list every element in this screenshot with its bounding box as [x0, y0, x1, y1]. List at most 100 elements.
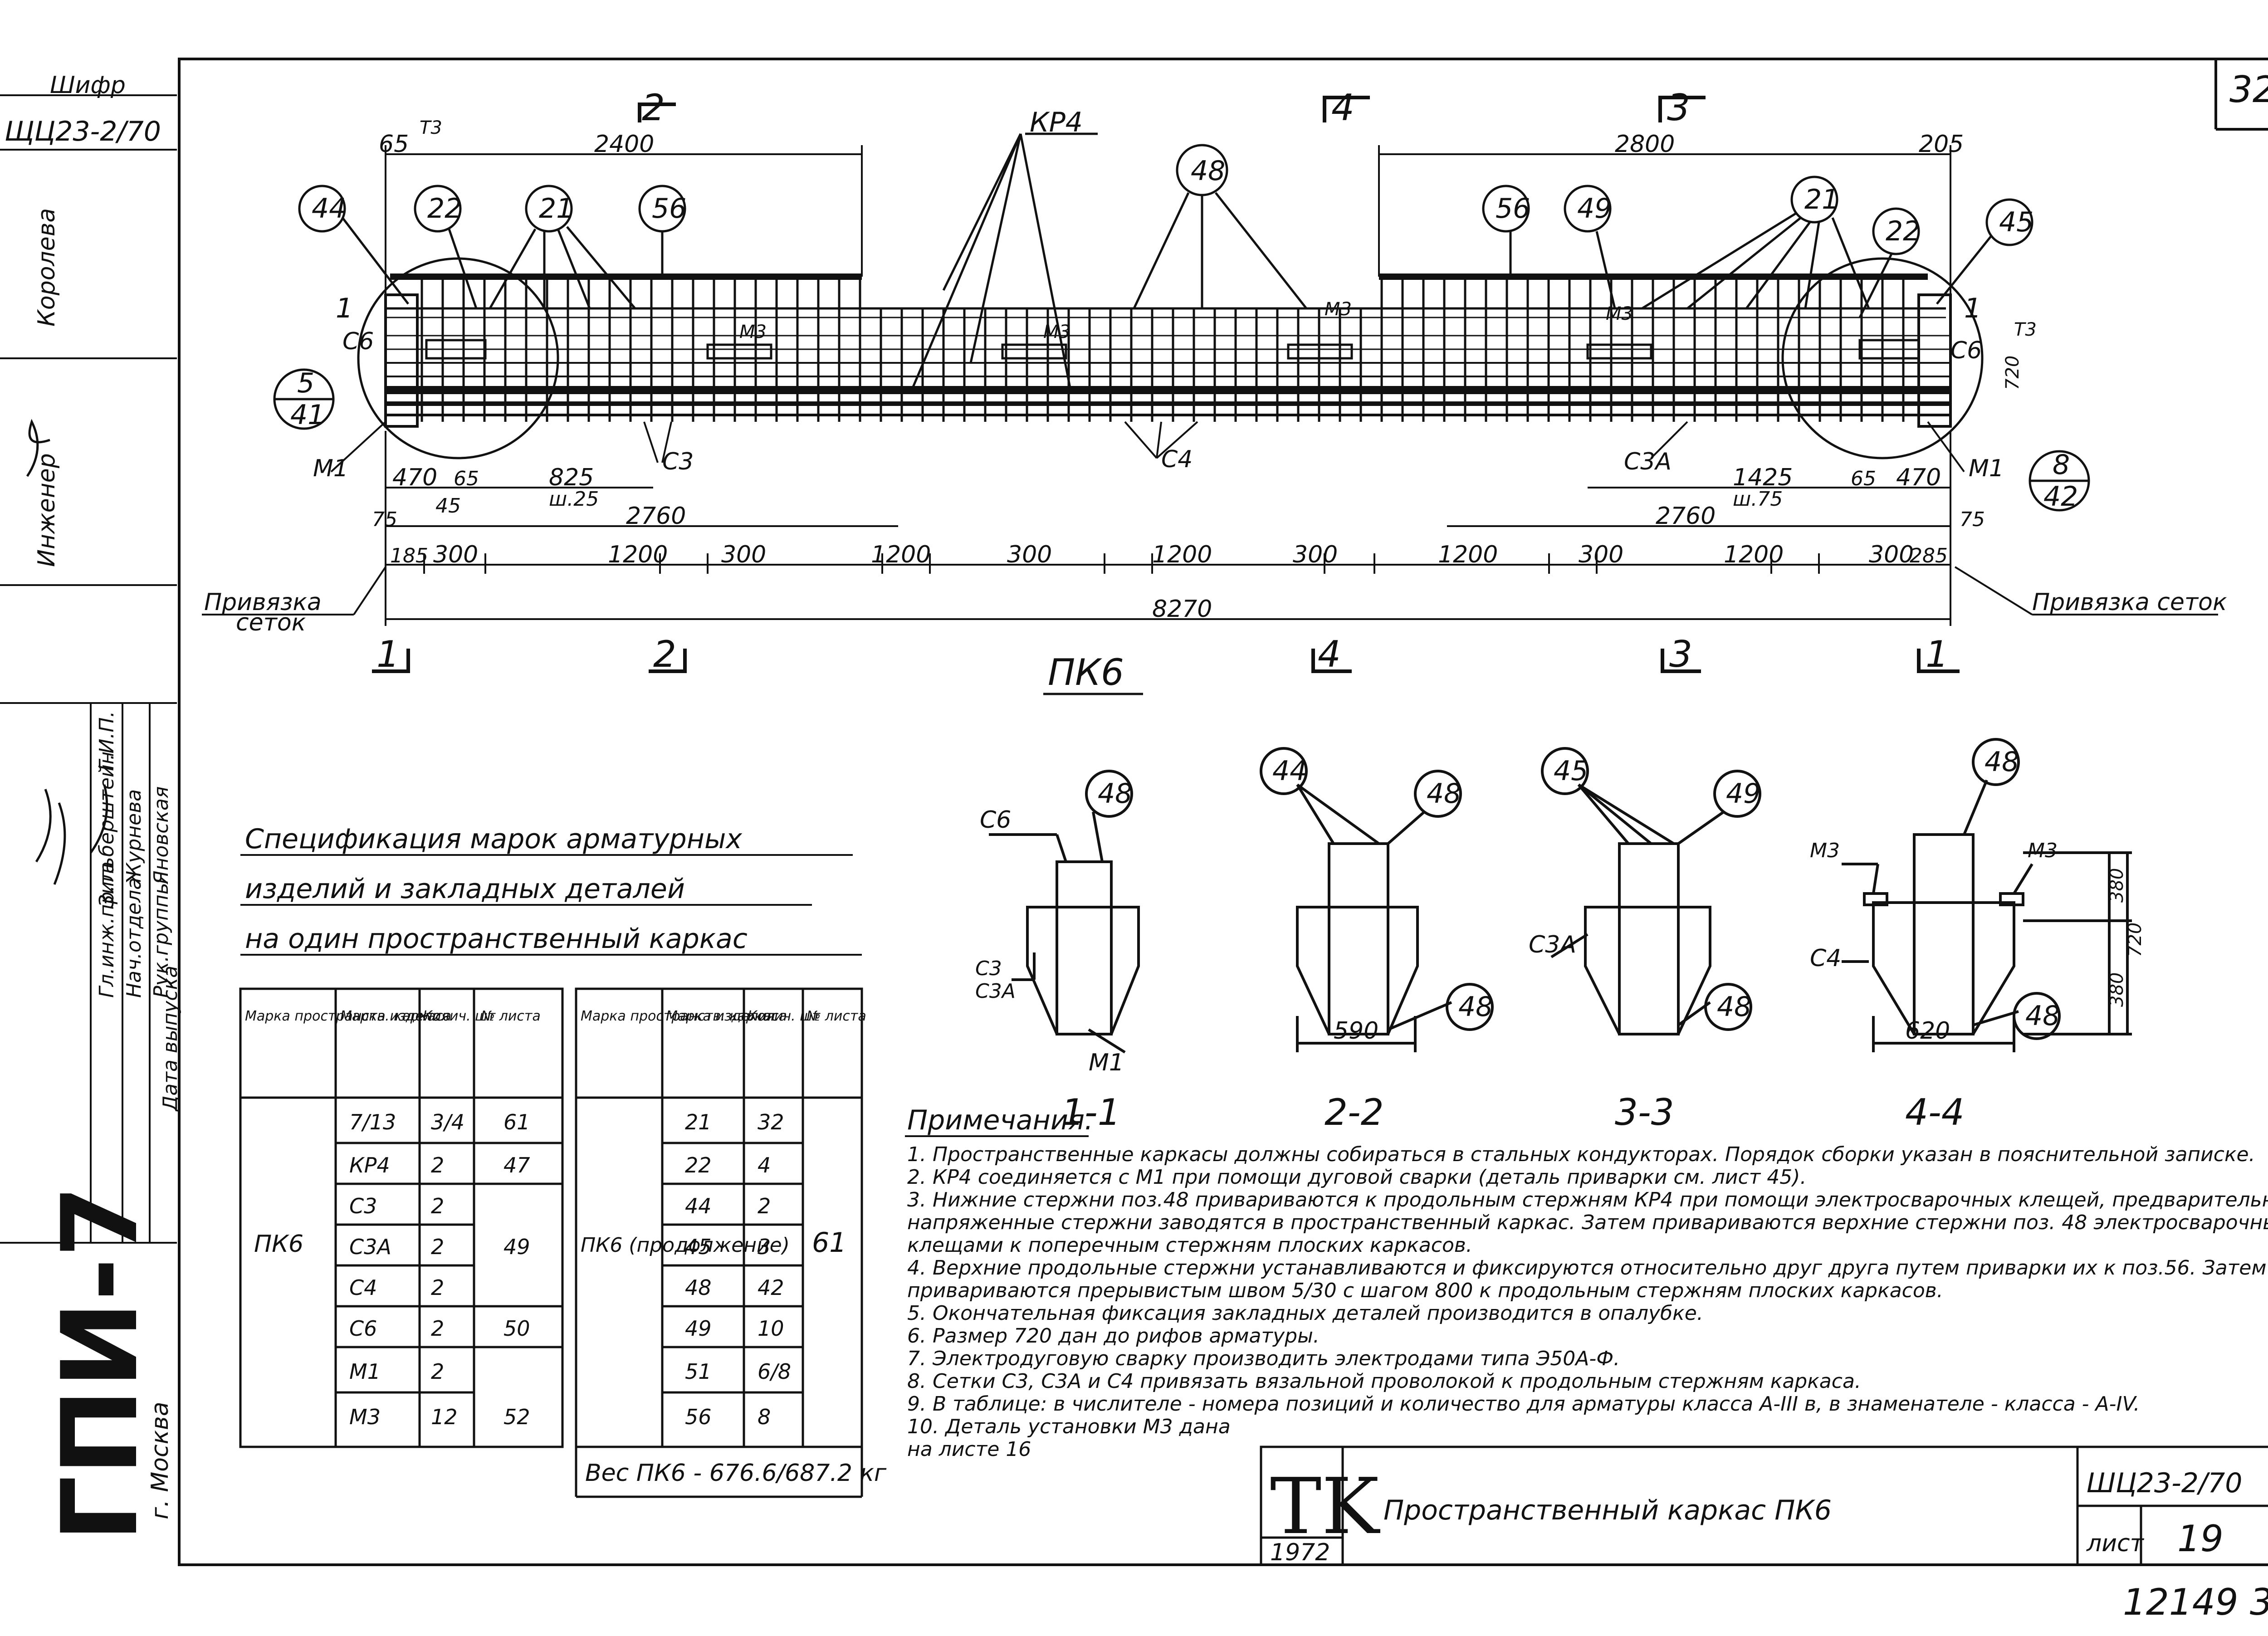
dim-sh75: ш.75 — [1733, 488, 1783, 511]
label-tz-left: Т3 — [420, 117, 442, 138]
note-item: 6. Размер 720 дан до рифов арматуры. — [907, 1324, 1320, 1348]
dim-65-left: 65 — [454, 467, 479, 490]
spec-underlines — [240, 854, 862, 956]
cut-mark-1-bottom-right: 1 — [1926, 633, 1949, 675]
note-item: 1. Пространственные каркасы должны собир… — [907, 1143, 2255, 1166]
bottom-inventory-number: 12149 33 — [2123, 1581, 2268, 1623]
side-role-3: Гл.инж.пр.та — [95, 861, 118, 998]
dim-300-6: 300 — [1869, 541, 1914, 568]
callout-48: 48 — [1191, 155, 1225, 187]
dim-300-2: 300 — [721, 541, 766, 568]
callout-8: 8 — [2053, 449, 2070, 481]
section-3-3-c45: 45 — [1554, 755, 1588, 787]
callout-41: 41 — [290, 399, 325, 431]
title-year: 1972 — [1270, 1539, 1330, 1566]
dim-2400: 2400 — [594, 131, 654, 158]
title-block-title: Пространственный каркас ПК6 — [1383, 1494, 1832, 1526]
callout-56: 56 — [652, 193, 686, 225]
spec-h2-left: Колич. шт — [423, 1008, 496, 1024]
spec-h3-right: № листа — [806, 1008, 866, 1024]
section-1-1-title: 1-1 — [1061, 1091, 1121, 1133]
spec-right-mark-cell: 49 — [685, 1316, 712, 1341]
label-c3: С3 — [662, 448, 694, 475]
dim-65-top: 65 — [379, 131, 409, 158]
spec-table-left-grid — [239, 987, 564, 1448]
spec-left-mark-cell: С4 — [349, 1275, 377, 1300]
lower-dim-lines — [385, 431, 1951, 626]
section-2-2-c48-top: 48 — [1427, 778, 1461, 810]
spec-right-qty-cell: 6/8 — [758, 1359, 791, 1384]
section-4-4-c48-top: 48 — [1984, 746, 2019, 778]
spec-left-qty-cell: 2 — [431, 1235, 444, 1259]
cut-mark-2-bottom: 2 — [653, 633, 676, 675]
section-2-2 — [1260, 747, 1494, 1052]
dim-185: 185 — [390, 544, 428, 567]
dim-205: 205 — [1919, 131, 1964, 158]
section-1-1-c48: 48 — [1098, 778, 1132, 810]
spec-left-qty-cell: 12 — [431, 1405, 458, 1429]
side-name-1: Журнева — [122, 789, 146, 886]
side-name-2: Яновская — [150, 786, 173, 885]
spec-left-list-cell: 52 — [503, 1405, 530, 1429]
sheet-frame — [178, 58, 2268, 1566]
section-2-2-c48-bottom: 48 — [1458, 991, 1493, 1023]
note-item: 2. КР4 соединяется с М1 при помощи дугов… — [907, 1166, 1806, 1189]
dim-1200-3: 1200 — [1152, 541, 1212, 568]
spec-right-qty-cell: 42 — [758, 1275, 784, 1300]
label-m3-4: М3 — [1606, 303, 1633, 324]
dim-65-right: 65 — [1851, 467, 1876, 490]
note-item: 4. Верхние продольные стержни устанавлив… — [907, 1256, 2267, 1302]
spec-left-mark-cell: С3 — [349, 1194, 377, 1218]
dim-1425: 1425 — [1733, 464, 1793, 491]
spec-h2-right: Колич. шт — [748, 1008, 821, 1024]
title-block-code: ШЦ23-2/70 — [2087, 1467, 2242, 1499]
callout-56-right: 56 — [1496, 193, 1530, 225]
dim-285: 285 — [1910, 544, 1948, 567]
drawing-title: ПК6 — [1048, 651, 1124, 693]
section-1-1-m1: М1 — [1089, 1049, 1124, 1076]
note-item: 9. В таблице: в числителе - номера позиц… — [907, 1392, 2140, 1416]
spec-h0-right: Марка пространств. каркаса — [581, 1008, 787, 1024]
spec-right-mark-cell: 51 — [685, 1359, 712, 1384]
section-4-4-dim: 620 — [1905, 1017, 1950, 1045]
section-4-4-c4: С4 — [1810, 945, 1841, 972]
spec-right-qty-cell: 10 — [758, 1316, 784, 1341]
privyazka-left-1: Привязка — [204, 589, 322, 616]
title-block — [1260, 1446, 2268, 1566]
c3-leaders — [330, 421, 1965, 473]
spec-title-1: Спецификация марок арматурных — [245, 823, 742, 855]
spec-right-qty-cell: 2 — [758, 1194, 771, 1218]
dim-470-right: 470 — [1896, 464, 1941, 491]
callout-22: 22 — [427, 193, 462, 225]
spec-right-qty-cell: 8 — [758, 1405, 771, 1429]
side-role-4: Нач.отдела — [122, 878, 146, 998]
section-2-2-c44: 44 — [1272, 755, 1307, 787]
spec-left-mark-cell: КР4 — [349, 1153, 390, 1177]
dim-8270: 8270 — [1152, 596, 1212, 623]
dim-1200-1: 1200 — [608, 541, 668, 568]
side-stamp — [0, 94, 177, 1244]
spec-left-mark-cell: М1 — [349, 1359, 381, 1384]
dim-470-left: 470 — [392, 464, 437, 491]
callout-49: 49 — [1577, 193, 1612, 225]
label-tz-right: Т3 — [2014, 319, 2037, 340]
dim-300-1: 300 — [433, 541, 478, 568]
side-role-6: Дата выпуска — [159, 966, 182, 1112]
side-sheet-code: ЩЦ23-2/70 — [5, 116, 161, 147]
cut-mark-1-bottom-left: 1 — [376, 633, 400, 675]
spec-right-mark-cell: 21 — [685, 1110, 712, 1134]
spec-right-mark-cell: 22 — [685, 1153, 712, 1177]
section-4-4-m3-right: М3 — [2028, 839, 2058, 862]
signature — [35, 784, 108, 885]
spec-right-list: 61 — [812, 1227, 846, 1259]
side-name-0: Зильберштейн — [95, 752, 118, 907]
notes-list: 1. Пространственные каркасы должны собир… — [907, 1143, 2268, 1461]
dim-1200-5: 1200 — [1724, 541, 1784, 568]
spec-left-qty-cell: 2 — [431, 1359, 444, 1384]
spec-right-mark: ПК6 (продолжение) — [581, 1234, 790, 1257]
top-dim-lines — [385, 145, 1951, 295]
spec-weight: Вес ПК6 - 676.6/687.2 кг — [585, 1460, 887, 1487]
